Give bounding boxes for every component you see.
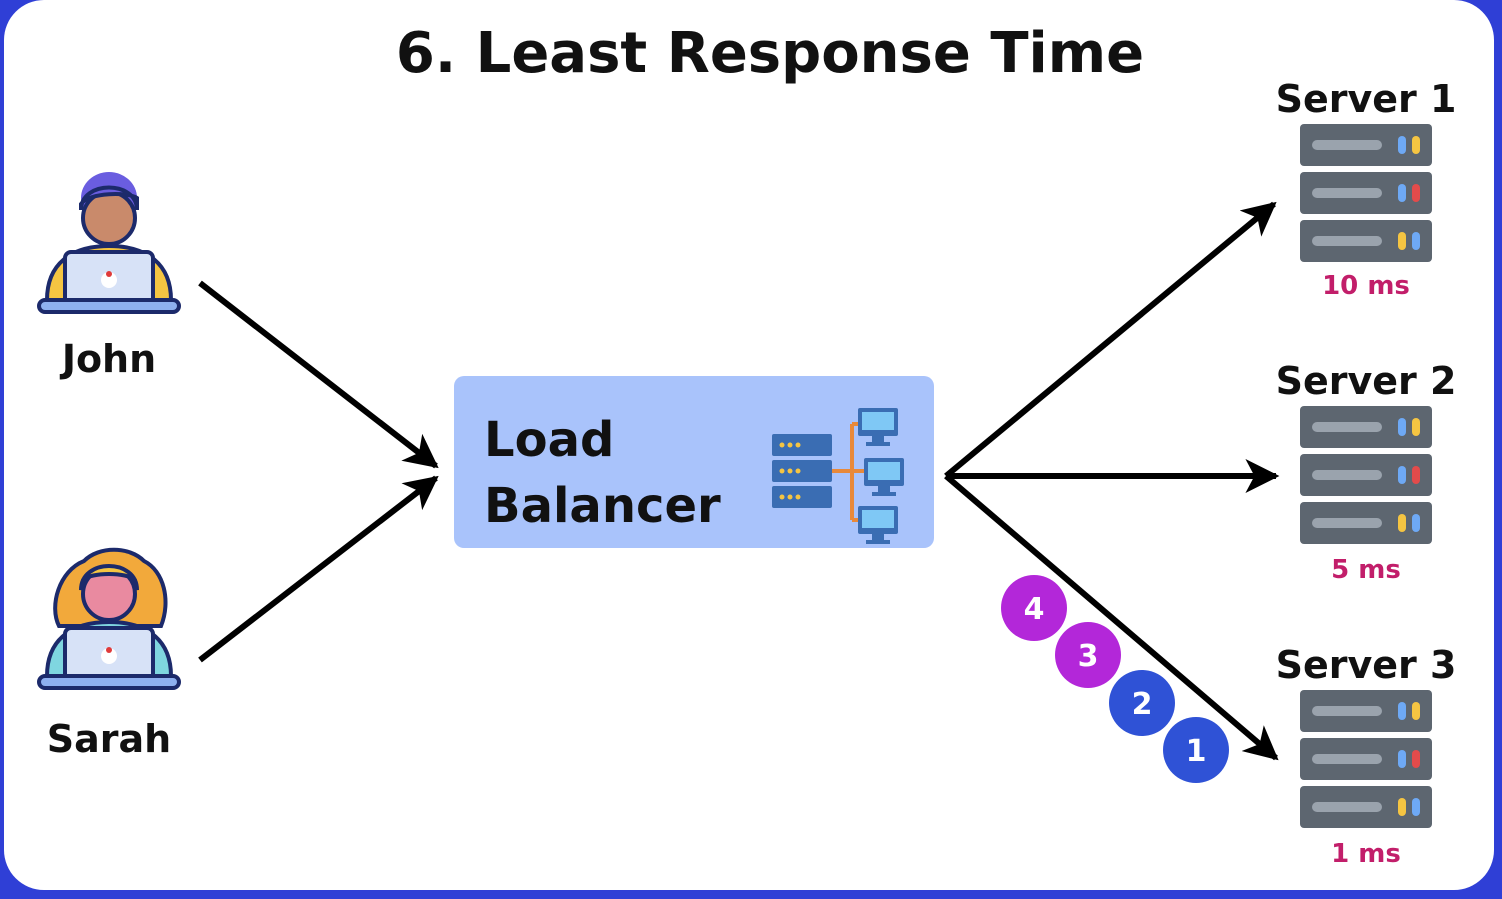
request-number-1: 1 [1186, 734, 1207, 769]
developer-laptop-icon [37, 170, 181, 314]
request-badge-4: 4 [1001, 575, 1067, 641]
server-3: Server 3 1 ms [1276, 643, 1457, 869]
diagram-canvas: 6. Least Response Time John Sarah Load B… [37, 21, 1457, 869]
request-circle-3 [1055, 622, 1121, 688]
request-badge-2: 2 [1109, 670, 1175, 736]
developer-laptop-icon [37, 547, 181, 690]
client-label-sarah: Sarah [47, 717, 171, 761]
request-number-2: 2 [1132, 687, 1153, 722]
request-badge-1: 1 [1163, 717, 1229, 783]
server-response-time-2: 5 ms [1331, 555, 1401, 585]
server-response-time-1: 10 ms [1322, 271, 1410, 301]
client-label-john: John [59, 337, 156, 381]
arrow-lb-to-server-3 [944, 473, 1279, 761]
server-rack-icon [1300, 124, 1432, 262]
server-response-time-3: 1 ms [1331, 839, 1401, 869]
load-balancer: Load Balancer [454, 376, 934, 548]
page-title: 6. Least Response Time [396, 21, 1144, 86]
client-john: John [37, 170, 181, 381]
request-circle-2 [1109, 670, 1175, 736]
client-sarah: Sarah [37, 547, 181, 761]
server-rack-icon [1300, 406, 1432, 544]
request-number-4: 4 [1024, 592, 1045, 627]
request-circle-1 [1163, 717, 1229, 783]
network-server-icon [772, 408, 904, 544]
load-balancer-label-line2: Balancer [484, 478, 721, 534]
request-number-3: 3 [1078, 639, 1099, 674]
arrow-sarah-to-lb [198, 475, 439, 663]
server-label-2: Server 2 [1276, 359, 1457, 403]
request-circle-4 [1001, 575, 1067, 641]
arrow-lb-to-server-1 [944, 201, 1277, 479]
diagram-card: 6. Least Response Time John Sarah Load B… [4, 0, 1494, 890]
arrow-john-to-lb [198, 280, 439, 469]
server-label-1: Server 1 [1276, 77, 1457, 121]
server-2: Server 2 5 ms [1276, 359, 1457, 585]
server-label-3: Server 3 [1276, 643, 1457, 687]
load-balancer-label-line1: Load [484, 412, 614, 468]
server-1: Server 1 10 ms [1276, 77, 1457, 301]
server-rack-icon [1300, 690, 1432, 828]
request-badge-3: 3 [1055, 622, 1121, 688]
